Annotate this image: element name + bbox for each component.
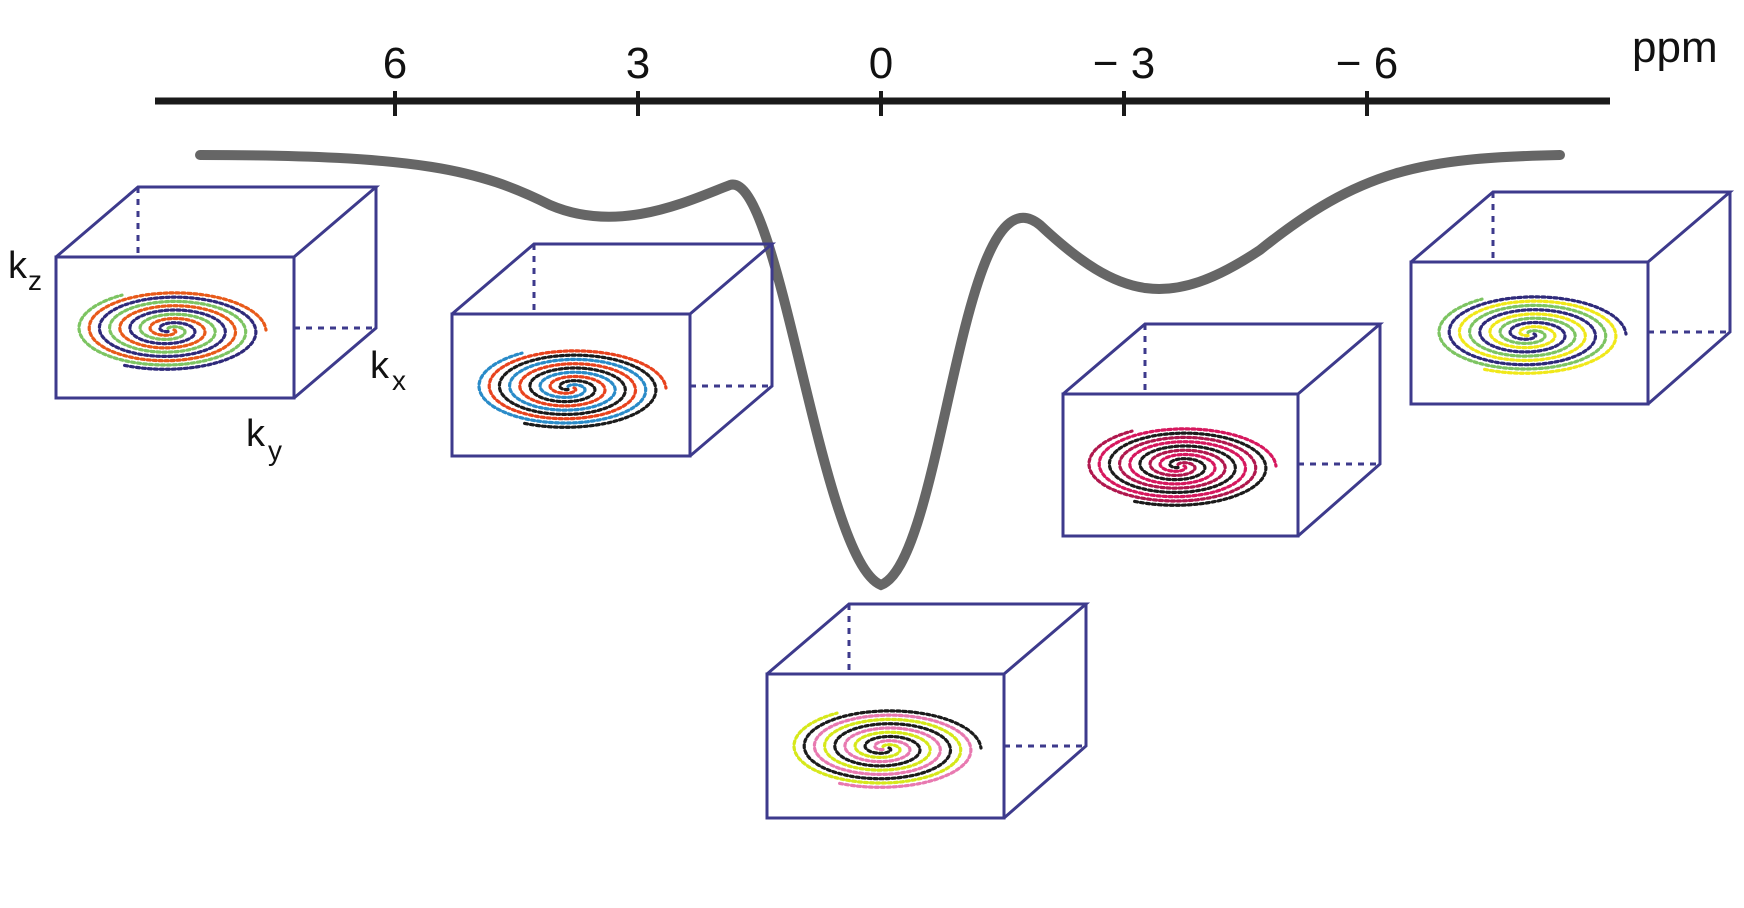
box-right-edges bbox=[689, 244, 774, 458]
kz-label: k z bbox=[8, 245, 42, 296]
kz-label-main: k bbox=[8, 245, 28, 287]
box-right-edges bbox=[1003, 604, 1088, 820]
spiral-arm bbox=[1447, 295, 1628, 367]
spiral-arm bbox=[77, 293, 248, 367]
spiral-trajectory bbox=[792, 709, 983, 789]
unit-label-ppm: ppm bbox=[1632, 23, 1718, 72]
ky-label-main: k bbox=[246, 413, 266, 455]
box-minus3ppm bbox=[1061, 322, 1385, 538]
box-top-edges bbox=[451, 242, 777, 316]
kx-label-main: k bbox=[370, 345, 390, 387]
spiral-arm bbox=[1437, 297, 1608, 371]
kx-label: k x bbox=[370, 345, 406, 396]
box-right-edges bbox=[1297, 324, 1382, 538]
box-6ppm bbox=[54, 185, 381, 400]
box-top-edges bbox=[1062, 322, 1385, 396]
box-top-edges bbox=[1410, 190, 1735, 264]
ppm-axis: 6 3 0 − 3 − 6 ppm bbox=[155, 23, 1718, 116]
spiral-trajectory bbox=[77, 291, 268, 371]
spiral-arm bbox=[812, 713, 973, 789]
tick-label-3: 3 bbox=[626, 39, 650, 88]
box-top-edges bbox=[766, 602, 1091, 676]
spiral-arm bbox=[1097, 427, 1278, 499]
spiral-arm bbox=[487, 349, 668, 421]
spiral-arm bbox=[87, 291, 268, 363]
spiral-arm bbox=[802, 709, 983, 781]
box-0ppm bbox=[765, 602, 1091, 820]
box-right-edges bbox=[293, 187, 378, 400]
spiral-arm bbox=[1457, 299, 1618, 375]
box-3ppm bbox=[450, 242, 777, 458]
ky-label: k y bbox=[246, 413, 282, 466]
kz-label-sub: z bbox=[28, 265, 42, 296]
box-top-edges bbox=[55, 185, 381, 259]
spiral-arm bbox=[1087, 429, 1258, 503]
tick-label-minus6: − 6 bbox=[1336, 39, 1398, 88]
box-right-edges bbox=[1647, 192, 1732, 406]
kx-label-sub: x bbox=[392, 365, 406, 396]
spiral-arm bbox=[477, 351, 648, 425]
spiral-trajectory bbox=[1437, 295, 1628, 375]
spiral-arm bbox=[1107, 431, 1268, 507]
box-minus6ppm bbox=[1409, 190, 1735, 406]
spiral-trajectory bbox=[477, 349, 668, 429]
z-spectrum-curve bbox=[195, 150, 1565, 591]
ky-label-sub: y bbox=[268, 435, 282, 466]
spiral-arm bbox=[792, 711, 963, 785]
spiral-trajectory bbox=[1087, 427, 1278, 507]
tick-label-6: 6 bbox=[383, 39, 407, 88]
spiral-arm bbox=[497, 353, 658, 429]
tick-label-minus3: − 3 bbox=[1093, 39, 1155, 88]
tick-label-0: 0 bbox=[869, 39, 893, 88]
spiral-arm bbox=[97, 295, 258, 371]
